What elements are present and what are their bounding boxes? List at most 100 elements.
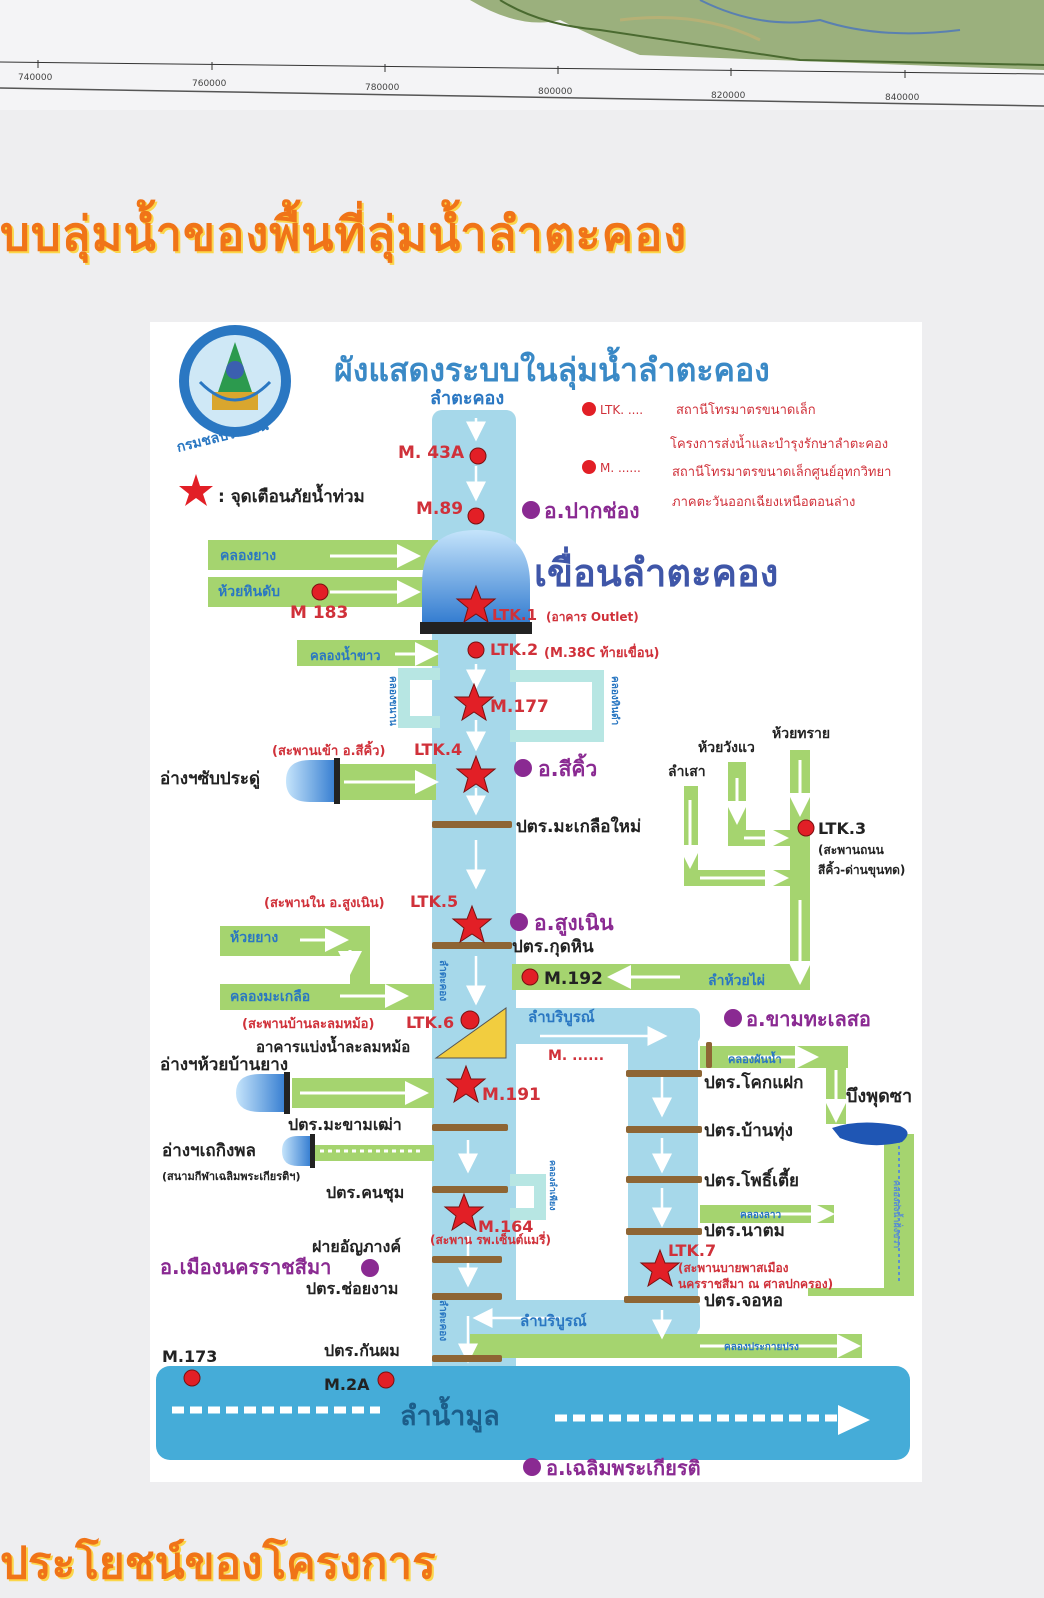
district-sikhio-marker (514, 759, 532, 777)
star-ltk4-icon (455, 754, 497, 794)
district-pak-chong-marker (522, 501, 540, 519)
regulator-pho-tia: ปตร.โพธิ์เตี้ย (704, 1167, 799, 1191)
map-tick: 840000 (885, 93, 920, 103)
regulator-cho-ho: ปตร.จอหอ (704, 1291, 783, 1311)
station-ltk4-label: LTK.4 (414, 740, 462, 759)
station-ltk1-label: LTK.1 (492, 606, 537, 624)
bueng-phutsa-lake (832, 1122, 908, 1146)
station-ltk6-marker (460, 1010, 480, 1030)
lam-huai-phai-label: ลำห้วยไผ่ (708, 971, 765, 989)
legend-m-code: M. ...... (600, 461, 641, 475)
reservoir-sap-pradu (286, 758, 340, 804)
page-title: บบลุ่มน้ำของพื้นที่ลุ่มน้ำลำตะคอง (0, 207, 688, 262)
regulator-na-tom: ปตร.นาตม (704, 1221, 785, 1241)
district-chaloem-marker (523, 1458, 541, 1476)
huai-yang-label: ห้วยยาง (230, 930, 278, 946)
star-m177-icon (453, 682, 495, 722)
top-map-strip: 740000 760000 780000 800000 820000 84000… (0, 0, 1044, 110)
district-pak-chong-label: อ.ปากช่อง (544, 499, 640, 523)
station-ltk4-note: (สะพานเข้า อ.สีคิ้ว) (272, 740, 385, 759)
district-mueang-label: อ.เมืองนครราชสีมา (160, 1255, 331, 1279)
station-ltk3-note1: (สะพานถนน (818, 843, 885, 857)
sap-pradu-label: อ่างฯซับประดู่ (160, 769, 260, 790)
regulator-fai-anyang: ฝายอัญภางค์ (312, 1237, 401, 1257)
left-loop-label: คลองขนาน (387, 676, 398, 726)
side-canal-label: คลองลำเพียง (547, 1160, 558, 1211)
regulator-kut-hin: ปตร.กุดหิน (512, 937, 594, 957)
star-ltk7-icon (639, 1248, 681, 1288)
khlong-prakai-label: คลองประกายปรง (724, 1341, 799, 1353)
station-labels: M. 43A M.89 M 183 LTK.1 (อาคาร Outlet) L… (162, 443, 905, 1394)
regulator-khon-chum: ปตร.คนชุม (326, 1183, 404, 1203)
regulator-kan-phom: ปตร.กันผม (324, 1341, 400, 1360)
khlong-yang-label: คลองยาง (220, 548, 276, 564)
tributary-labels: คลองยาง ห้วยหินดับ คลองน้ำขาว คลองขนาน ค… (218, 548, 904, 1353)
khlong-phan-nam-label: คลองผันน้ำ (728, 1051, 782, 1066)
district-kham-thale-so-label: อ.ขามทะเลสอ (746, 1007, 871, 1031)
flow-arrows (300, 544, 861, 1358)
right-canal-label: คลองส่งน้ำฝั่งขวา (891, 1180, 904, 1248)
legend-star-icon (179, 474, 213, 506)
station-ltk2-note: (M.38C ท้ายเขื่อน) (544, 643, 659, 661)
station-m192-label: M.192 (544, 969, 603, 989)
diagram-title: ผังแสดงระบบในลุ่มน้ำลำตะคอง (334, 346, 770, 391)
lam-nam-mun-river: ลำน้ำมูล (156, 1366, 910, 1460)
legend-ltk-marker (582, 402, 596, 416)
map-tick: 800000 (538, 87, 573, 97)
station-ltk5-note: (สะพานใน อ.สูงเนิน) (264, 894, 385, 911)
station-m2a-marker (377, 1371, 395, 1389)
station-ltk7-note1: (สะพานบายพาสเมือง (678, 1261, 789, 1275)
regulator-ban-thung: ปตร.บ้านทุ่ง (704, 1121, 793, 1141)
legend-m-line1: สถานีโทรมาตรขนาดเล็กศูนย์อุทกวิทยา (672, 462, 891, 480)
map-tick: 780000 (365, 83, 400, 93)
district-kham-thale-so-marker (724, 1009, 742, 1027)
lam-takhong-side-label: ลำตะคอง (437, 960, 449, 1001)
station-ltk2-label: LTK.2 (490, 640, 538, 659)
legend-ltk-line1: สถานีโทรมาตรขนาดเล็ก (676, 400, 816, 418)
station-m43a-label: M. 43A (398, 443, 465, 463)
regulator-ma-kluea-mai: ปตร.มะเกลือใหม่ (516, 816, 641, 837)
legend-m-marker (582, 460, 596, 474)
khlong-nam-khao-label: คลองน้ำขาว (310, 645, 381, 664)
river-flow-arrows (458, 418, 672, 1364)
regulator-lalom-mo: อาคารแบ่งน้ำละลมหม้อ (256, 1035, 410, 1056)
station-ltk7-note2: นครราชสีมา ณ ศาลปกครอง) (678, 1277, 833, 1291)
dam-label: เขื่อนลำตะคอง (534, 546, 778, 595)
bottom-heading: ประโยชน์ของโครงการ (0, 1538, 436, 1589)
district-markers (361, 501, 742, 1476)
station-m-blank-label: M. ...... (548, 1048, 604, 1064)
star-m164-icon (443, 1192, 485, 1232)
station-m2a-label: M.2A (324, 1375, 370, 1394)
huai-wang-wae-label: ห้วยวังแว (698, 740, 755, 756)
reservoir-labels: อ่างฯซับประดู่ อ่างฯห้วยบ้านยาง อ่างฯเถก… (160, 769, 300, 1183)
district-labels: อ.ปากช่อง อ.สีคิ้ว อ.สูงเนิน อ.ขามทะเลสอ… (160, 499, 871, 1480)
district-sung-noen-label: อ.สูงเนิน (534, 911, 614, 937)
station-ltk3-marker (797, 819, 815, 837)
rid-logo (179, 325, 291, 437)
koeng-phon-note: (สนามกีฬาเฉลิมพระเกียรติฯ) (162, 1170, 300, 1183)
right-loop-label: คลองหินดำ (609, 676, 621, 725)
legend-ltk-line2: โครงการส่งน้ำและบำรุงรักษาลำตะคอง (670, 434, 888, 452)
flood-warning-stars (443, 584, 681, 1288)
lam-boriboon-bottom-label: ลำบริบูรณ์ (520, 1312, 587, 1331)
huai-sai-label: ห้วยทราย (772, 726, 830, 742)
station-ltk5-label: LTK.5 (410, 892, 458, 911)
huai-ban-yang-label: อ่างฯห้วยบ้านยาง (160, 1055, 288, 1075)
station-ltk7-label: LTK.7 (668, 1241, 716, 1260)
station-ltk1-note: (อาคาร Outlet) (546, 610, 639, 624)
map-tick: 820000 (711, 91, 746, 101)
khlong-ma-kluea-label: คลองมะเกลือ (230, 989, 310, 1005)
station-m89-label: M.89 (416, 499, 463, 519)
star-ltk1-icon (455, 584, 497, 624)
station-m183-marker (311, 583, 329, 601)
station-ltk3-note2: สีคิ้ว-ด่านขุนทด) (818, 860, 905, 878)
khlong-lao-label: คลองลาว (740, 1210, 781, 1221)
station-m173-label: M.173 (162, 1347, 217, 1366)
station-m89-marker (467, 507, 485, 525)
station-ltk3-label: LTK.3 (818, 819, 866, 838)
legend: LTK. .... สถานีโทรมาตรขนาดเล็ก โครงการส่… (179, 400, 891, 510)
regulator-labels: ปตร.มะเกลือใหม่ ปตร.กุดหิน อาคารแบ่งน้ำล… (256, 816, 912, 1360)
lam-sao-label: ลำเสา (668, 764, 706, 780)
lam-takhong-side-label: ลำตะคอง (437, 1300, 449, 1341)
star-ltk5-icon (451, 904, 493, 944)
